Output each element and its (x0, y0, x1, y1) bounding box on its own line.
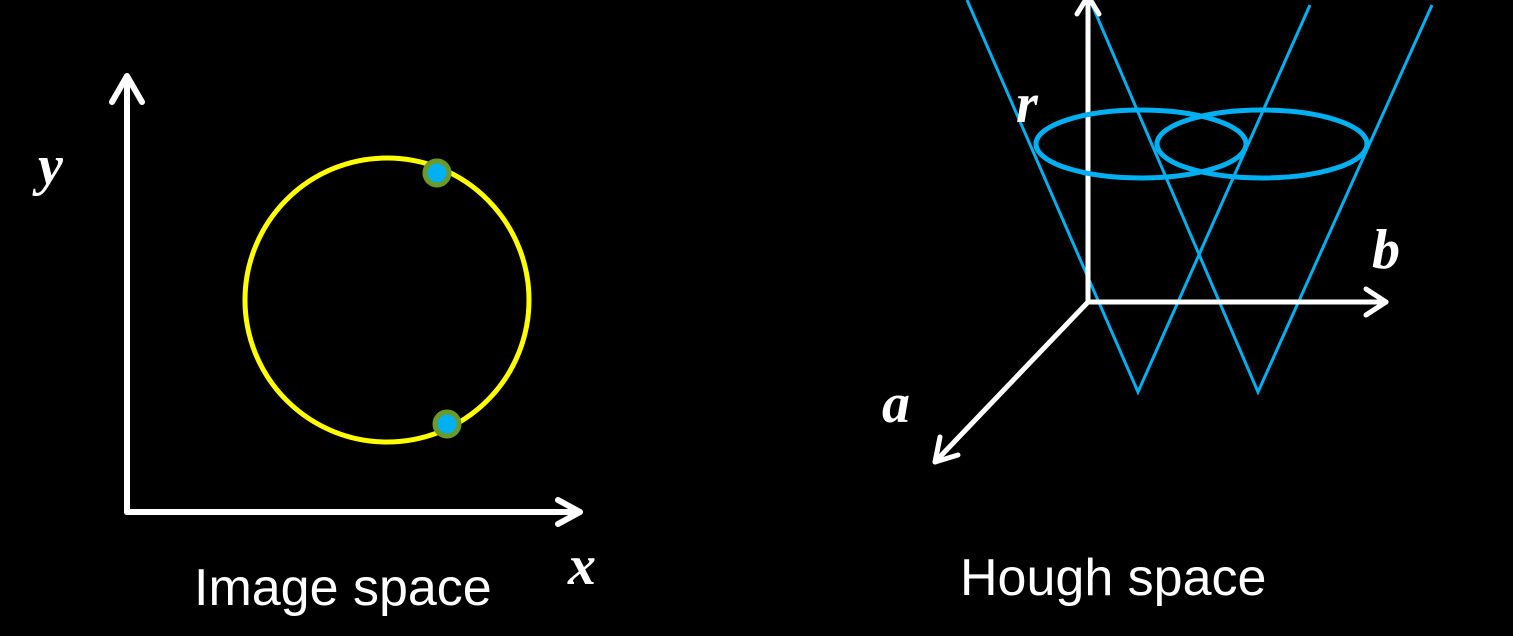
hough-space-caption: Hough space (960, 549, 1267, 607)
image-space-caption: Image space (194, 559, 492, 617)
hough-cones (965, 0, 1434, 396)
hough-a-axis (932, 299, 1091, 465)
cone-1-slice (1033, 107, 1249, 181)
image-circle (242, 155, 532, 445)
image-x-arrowhead (555, 497, 583, 527)
edge-point-bottom (432, 409, 462, 439)
image-x-label: x (568, 535, 596, 597)
hough-a-label: a (882, 373, 910, 435)
image-y-arrowhead (109, 73, 145, 105)
hough-axes (932, 0, 1389, 465)
image-y-label: y (38, 135, 63, 197)
hough-a-arrowhead (932, 434, 961, 465)
cone-2 (1088, 0, 1434, 396)
cone-1 (965, 0, 1312, 396)
cone-2-slice (1154, 107, 1370, 181)
hough-r-label: r (1016, 73, 1038, 135)
hough-ellipses (1033, 107, 1370, 181)
image-space-axes (109, 73, 583, 527)
edge-point-top (422, 158, 452, 188)
hough-b-arrowhead (1363, 286, 1389, 318)
hough-b-label: b (1372, 219, 1400, 281)
hough-r-arrowhead (1074, 0, 1102, 17)
